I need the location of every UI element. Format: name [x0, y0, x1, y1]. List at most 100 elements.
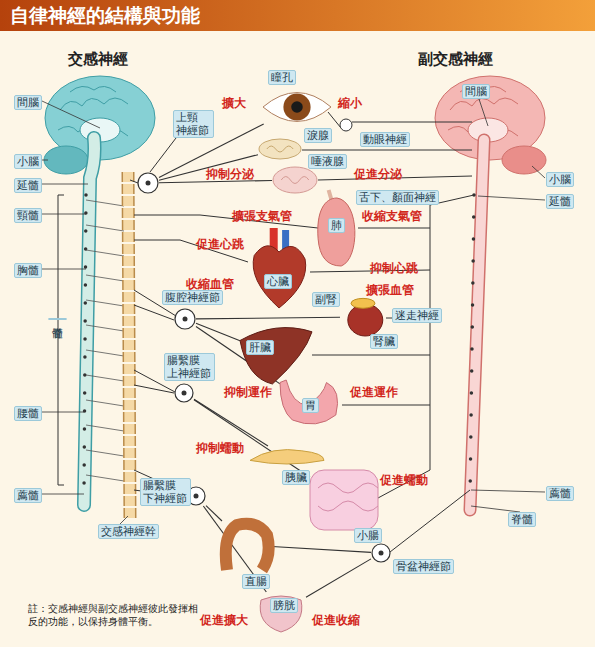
- effect-label: 擴張血管: [366, 284, 414, 297]
- ganglion-node: 腹腔神經節: [174, 308, 196, 330]
- eye-outline: [262, 90, 332, 124]
- nerve-label: 迷走神經: [392, 308, 442, 323]
- nerve-connector: [159, 155, 258, 181]
- stomach-shape: [280, 380, 338, 424]
- adrenal-shape: [351, 298, 375, 308]
- leader-line: [42, 96, 545, 524]
- cord-label: 頸髓: [14, 208, 42, 223]
- node-label: 膀胱: [270, 598, 298, 613]
- effect-label: 收縮支氣管: [362, 210, 422, 223]
- saliva-outline: [272, 166, 318, 194]
- gland-outline: [258, 138, 302, 160]
- ganglion-circle: [138, 173, 158, 193]
- cord-label: 脊髓: [508, 512, 536, 527]
- ganglion-circle: [175, 309, 195, 329]
- cord-label: 腰髓: [14, 406, 42, 421]
- effect-label: 促進擴大: [200, 614, 248, 627]
- trunk-label: 交感神經幹: [98, 524, 159, 539]
- bladder-shape: [260, 596, 302, 632]
- nerve-connector: [196, 317, 340, 319]
- spinal-cord: [84, 138, 95, 505]
- intestine-shape: [310, 470, 378, 530]
- ganglion-dot: [183, 317, 188, 322]
- eye-shape: [263, 93, 331, 122]
- bracket: [58, 195, 64, 485]
- organ-node: 唾液腺: [272, 166, 318, 194]
- sympathetic-wire: [130, 138, 318, 497]
- gland-lobe: [267, 146, 293, 152]
- ganglion-circle: [372, 544, 390, 562]
- brain-label: 小腦: [14, 154, 42, 169]
- ganglion-dot: [194, 494, 199, 499]
- kidney-shape: [348, 304, 383, 336]
- effect-label: 抑制分泌: [206, 168, 254, 181]
- cord-label: 胸髓: [14, 263, 42, 278]
- header: 交感神經: [68, 50, 128, 68]
- gland-lobe: [281, 177, 309, 184]
- cord-label: 脊髓: [48, 318, 67, 320]
- liver-shape: [240, 328, 312, 384]
- nerve-connector: [194, 399, 268, 446]
- title-bar: [0, 0, 595, 31]
- ramus-wire: [86, 200, 124, 481]
- nerve-label: 動眼神經: [360, 132, 410, 147]
- node-label: 腸繫膜 下神經節: [140, 478, 191, 506]
- diagram-title: 自律神經的結構與功能: [10, 3, 200, 27]
- cerebellum: [44, 146, 88, 174]
- organ-node: 直腸: [222, 520, 272, 570]
- effect-label: 促進分泌: [354, 168, 402, 181]
- rectum-outline: [222, 520, 272, 570]
- effect-label: 促進心跳: [196, 238, 244, 251]
- ganglion-node: 骨盆神經節: [371, 543, 391, 563]
- organ-node: 瞳孔: [262, 90, 332, 124]
- gland-shape: [273, 167, 317, 193]
- brain-label: 間腦: [462, 84, 490, 99]
- node-label: 腎臟: [370, 334, 398, 349]
- intestine-fold: [318, 483, 378, 511]
- node-label: 肺: [328, 218, 345, 233]
- intestine-outline: [310, 470, 378, 530]
- effect-label: 縮小: [338, 97, 362, 110]
- effect-label: 擴張支氣管: [232, 210, 292, 223]
- node-label: 直腸: [242, 574, 270, 589]
- pupil: [291, 101, 303, 113]
- ganglion-node: 腸繫膜 下神經節: [186, 486, 206, 506]
- organ-node: 副腎腎臟: [340, 298, 386, 336]
- organ-node: 小腸: [310, 470, 378, 530]
- kidney-outline: [340, 298, 386, 336]
- colon-shape: [226, 524, 269, 570]
- node-label: 淚腺: [304, 128, 332, 143]
- note-text: 註：交感神經與副交感神經彼此發揮相反的功能，以保持身體平衡。: [28, 602, 198, 628]
- parasympathetic-wire: [302, 112, 474, 552]
- header: 副交感神經: [418, 50, 493, 68]
- cord-label: 薦髓: [14, 488, 42, 503]
- gang-outline: [174, 308, 196, 330]
- organ-node: 肺: [316, 198, 358, 266]
- node-label: 腸繫膜 上神經節: [164, 353, 215, 381]
- lung-shape: [318, 198, 355, 266]
- liver-outline: [240, 326, 312, 384]
- cord-label: 薦髓: [546, 486, 574, 501]
- gang-outline: [371, 543, 391, 563]
- ganglion-dot: [182, 391, 187, 396]
- organ-node: 胃: [280, 380, 342, 430]
- brain-label: 間腦: [14, 95, 42, 110]
- ganglion-node: 腸繫膜 上神經節: [174, 383, 194, 403]
- organ-node: 膀胱: [256, 592, 306, 632]
- organ-node: 心臟: [248, 238, 310, 308]
- node-label: 胰臟: [282, 470, 310, 485]
- nerve-label: 舌下、顏面神經: [356, 190, 439, 205]
- organ-node: 淚腺: [258, 138, 302, 160]
- effect-label: 抑制運作: [224, 386, 272, 399]
- node-label: 心臟: [264, 274, 292, 289]
- node-label: 副腎: [312, 292, 340, 307]
- organ-node: 胰臟: [250, 446, 324, 470]
- sympathetic-trunk: [128, 172, 130, 520]
- pancreas-outline: [250, 446, 324, 470]
- effect-label: 促進運作: [350, 386, 398, 399]
- spinal-cord: [84, 138, 95, 505]
- heart-shape: [253, 246, 306, 308]
- ganglion-dot: [146, 181, 151, 186]
- ciliary-ganglion: [340, 119, 352, 131]
